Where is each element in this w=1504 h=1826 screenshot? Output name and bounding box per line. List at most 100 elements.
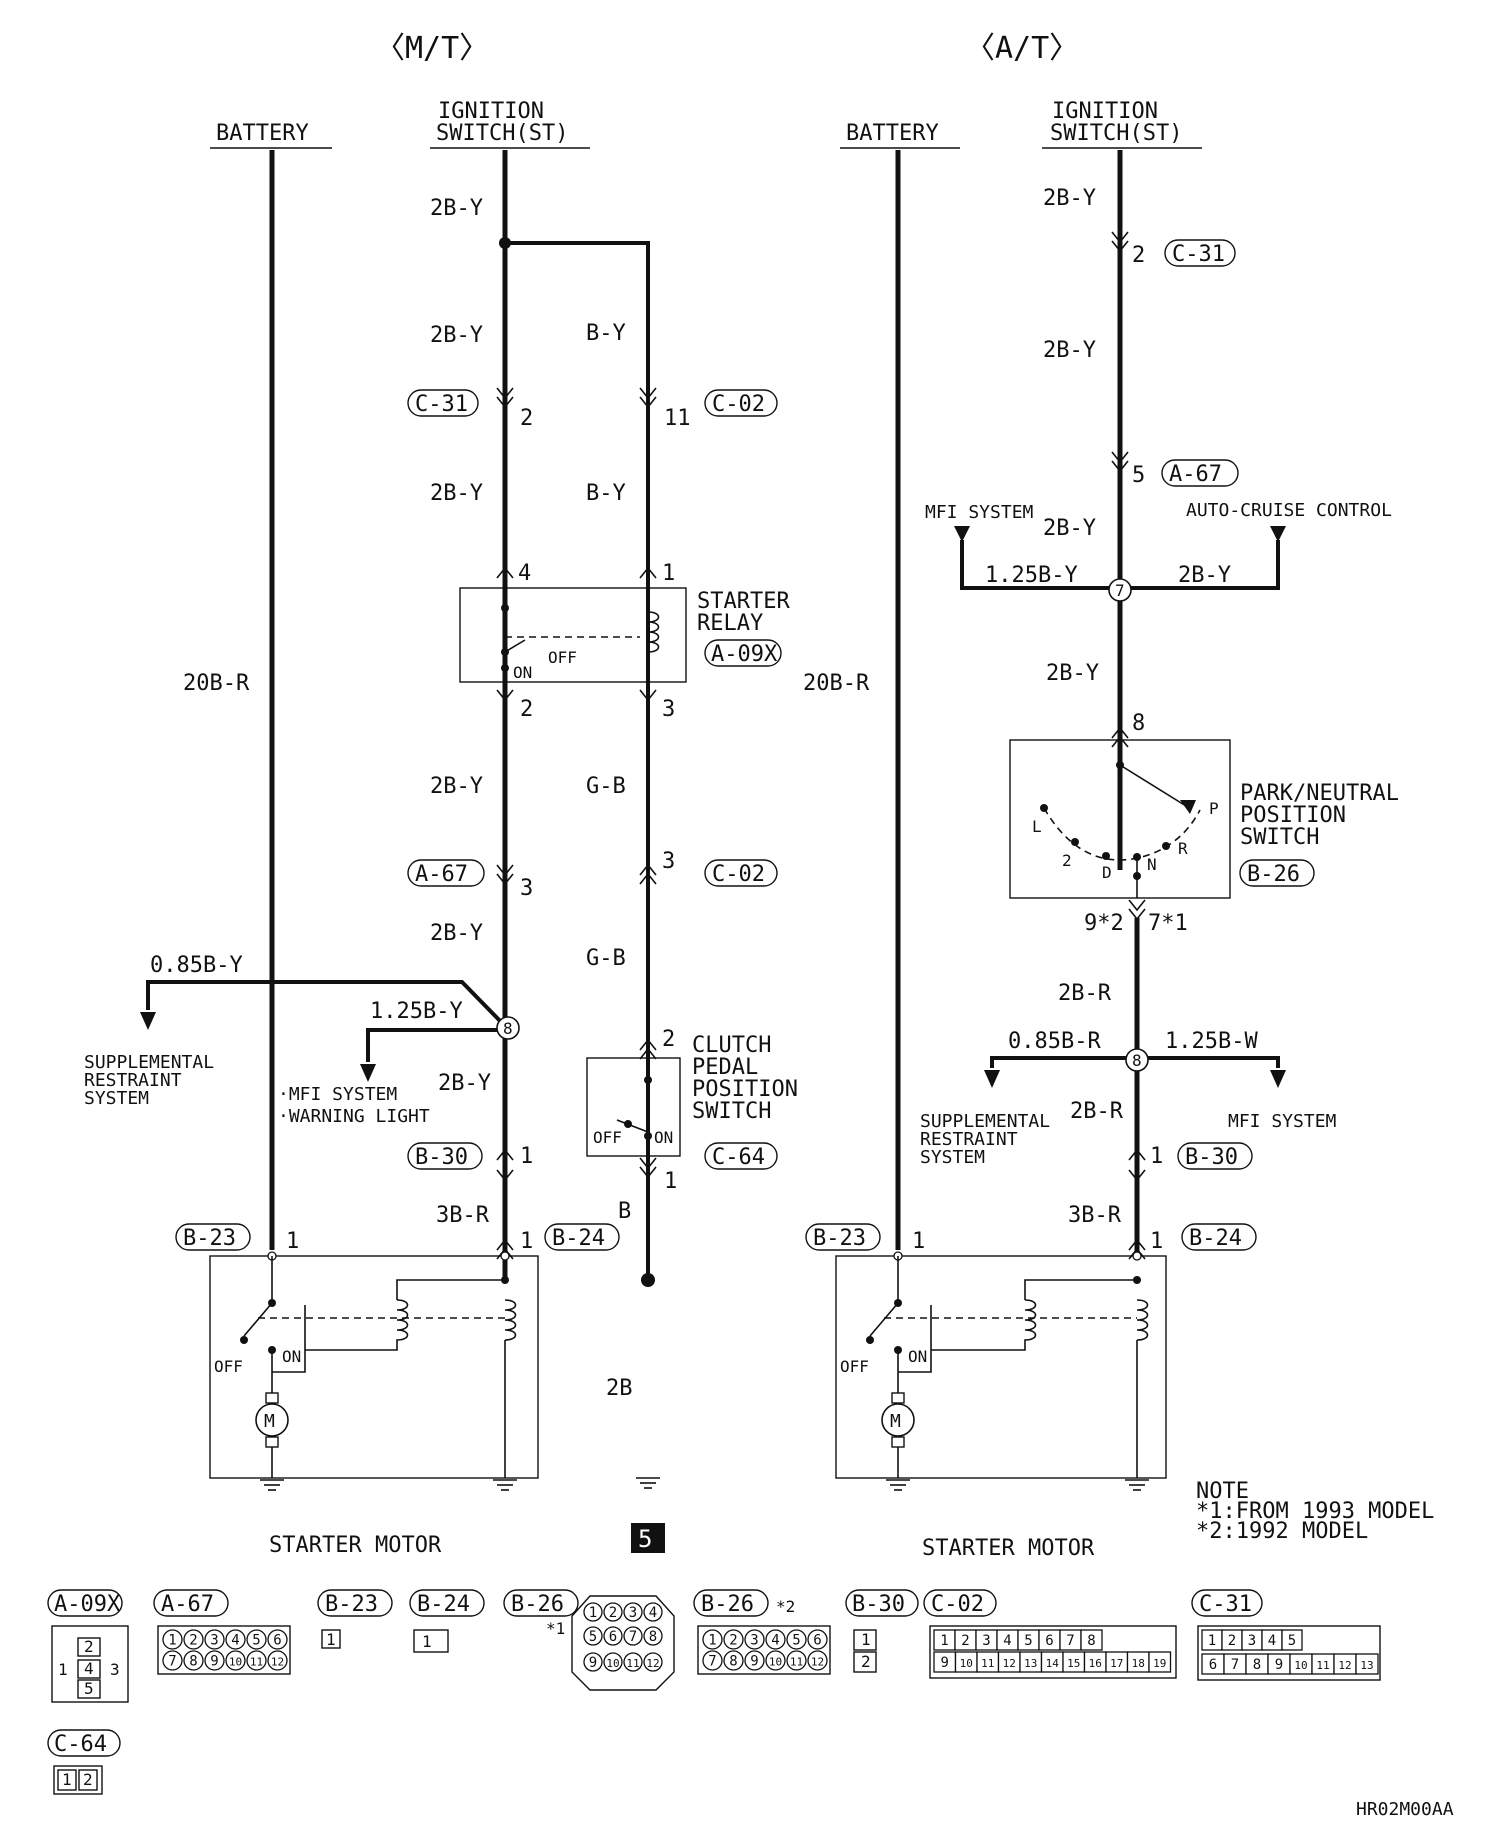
cv-b30-label: B-30 — [852, 1592, 905, 1617]
pn-position-n: N — [1147, 855, 1157, 874]
cv-c64-pin: 2 — [83, 1770, 93, 1789]
at-mfi-system-label-top: MFI SYSTEM — [925, 502, 1034, 523]
connector-pin-number: 13 — [1024, 1657, 1037, 1670]
mt-c02-pin-11: 11 — [664, 406, 691, 431]
at-wire-2b-y-4: 2B-Y — [1178, 563, 1231, 588]
connector-pin-number: 1 — [1208, 1633, 1216, 1649]
mt-relay-pin-2: 2 — [520, 697, 533, 722]
connector-pin-number: 4 — [771, 1633, 779, 1649]
cv-b26-label-2: B-26 — [701, 1592, 754, 1617]
connector-pin — [246, 1629, 267, 1650]
connector-pin-number: 12 — [1003, 1657, 1016, 1670]
cv-c64-pin: 1 — [62, 1770, 72, 1789]
connector-pin-number: 5 — [1024, 1633, 1032, 1649]
connector-pin-number: 5 — [1288, 1633, 1296, 1649]
at-b24-label: B-24 — [1189, 1226, 1242, 1251]
cv-a09x-label: A-09X — [54, 1592, 121, 1617]
document-code: HR02M00AA — [1356, 1799, 1454, 1820]
at-a67-pin: 5 — [1132, 463, 1145, 488]
at-junction-7: 7 — [1115, 581, 1125, 600]
connector-pin-number: 18 — [1132, 1657, 1145, 1670]
mt-battery-label: BATTERY — [216, 121, 309, 146]
connector-pin — [603, 1602, 623, 1622]
at-wire-2b-y-2: 2B-Y — [1043, 338, 1096, 363]
connector-pin-number: 12 — [646, 1657, 659, 1670]
mt-relay-pin-4: 4 — [518, 561, 531, 586]
at-motor-symbol: M — [890, 1411, 901, 1432]
at-pn-pin-7-s1: 7*1 — [1148, 911, 1188, 936]
connector-pin-number: 12 — [811, 1656, 824, 1669]
mt-wire-1-25b-y: 1.25B-Y — [370, 999, 463, 1024]
connector-pin-number: 16 — [1089, 1657, 1102, 1670]
mt-mfi-warning-label-1: ·MFI SYSTEM — [278, 1084, 397, 1105]
connector-pin-number: 1 — [708, 1633, 716, 1649]
connector-pin-number: 8 — [189, 1654, 197, 1670]
mt-wire-20b-r: 20B-R — [183, 671, 250, 696]
connector-pin-number: 11 — [1316, 1659, 1329, 1672]
at-wire-1-25b-y: 1.25B-Y — [985, 563, 1078, 588]
connector-pin — [1281, 1629, 1303, 1651]
at-wire-3b-r: 3B-R — [1068, 1203, 1122, 1228]
cv-a09x-pin: 5 — [84, 1679, 94, 1698]
at-pn-pin-9-s2: 9*2 — [1084, 911, 1124, 936]
at-wire-1-25b-w: 1.25B-W — [1165, 1029, 1258, 1054]
mt-wire-2b-y-4: 2B-Y — [430, 774, 483, 799]
mt-c31-label: C-31 — [415, 392, 468, 417]
connector-pin-number: 8 — [1253, 1657, 1261, 1673]
mt-wire-2b-y-1: 2B-Y — [430, 196, 483, 221]
at-srs-label-3: SYSTEM — [920, 1147, 985, 1168]
connector-pin-number: 11 — [626, 1657, 639, 1670]
connector-pin — [807, 1629, 828, 1650]
connector-pin — [723, 1629, 744, 1650]
mt-wire-b-y-2: B-Y — [586, 481, 626, 506]
mt-junction-8: 8 — [503, 1019, 513, 1038]
connector-pin — [162, 1629, 183, 1650]
connector-pin-number: 2 — [609, 1605, 617, 1621]
mt-starter-motor-box — [209, 1255, 539, 1479]
mt-c02-label-1: C-02 — [712, 392, 765, 417]
mt-motor-on: ON — [282, 1347, 301, 1366]
connector-pin-number: 7 — [708, 1654, 716, 1670]
connector-pin-number: 4 — [231, 1633, 239, 1649]
cv-c31-label: C-31 — [1199, 1592, 1252, 1617]
connector-pin-number: 4 — [1003, 1633, 1011, 1649]
connector-pin-number: 12 — [1338, 1659, 1351, 1672]
connector-pin — [744, 1650, 765, 1671]
mt-wire-2b-y-2: 2B-Y — [430, 323, 483, 348]
at-b23-pin: 1 — [912, 1229, 925, 1254]
mt-wire-3b-r: 3B-R — [436, 1203, 490, 1228]
connector-pin — [643, 1626, 663, 1646]
cv-b30-pin: 1 — [861, 1630, 871, 1649]
pn-position-d: D — [1102, 863, 1112, 882]
cv-b30-pin: 2 — [861, 1652, 871, 1671]
mt-ignition-label-1: IGNITION — [438, 99, 544, 124]
connector-pin-number: 10 — [229, 1656, 242, 1669]
connector-pin — [744, 1629, 765, 1650]
connector-pin-number: 1 — [168, 1633, 176, 1649]
connector-pin-number: 8 — [649, 1629, 657, 1645]
pn-label-1: PARK/NEUTRAL — [1240, 781, 1399, 806]
connector-pin-number: 5 — [792, 1633, 800, 1649]
connector-pin-number: 13 — [1360, 1659, 1373, 1672]
clutch-off: OFF — [593, 1128, 622, 1147]
at-wire-2b-y-1: 2B-Y — [1043, 186, 1096, 211]
connector-pin-number: 10 — [606, 1657, 619, 1670]
at-motor-on: ON — [908, 1347, 927, 1366]
clutch-on: ON — [654, 1128, 673, 1147]
connector-pin-number: 3 — [750, 1633, 758, 1649]
connector-pin-number: 10 — [1294, 1659, 1307, 1672]
starter-relay-box — [459, 587, 687, 683]
connector-pin — [162, 1650, 183, 1671]
connector-pin — [643, 1652, 663, 1672]
at-b24-pin: 1 — [1150, 1229, 1163, 1254]
connector-pin-number: 10 — [769, 1656, 782, 1669]
cv-a67-label: A-67 — [161, 1592, 214, 1617]
at-wire-20b-r: 20B-R — [803, 671, 870, 696]
cv-b26-star-2: *2 — [776, 1597, 795, 1616]
starter-relay-label-1: STARTER — [697, 589, 790, 614]
